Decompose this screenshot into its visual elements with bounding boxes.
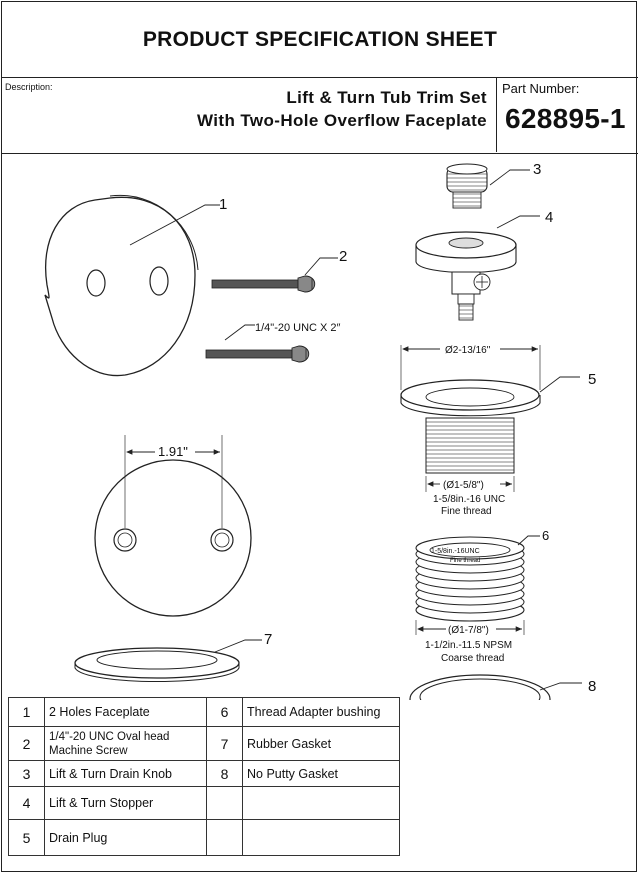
faceplate-drawing xyxy=(44,194,220,377)
callout-3: 3 xyxy=(533,161,541,178)
part-name-cell: No Putty Gasket xyxy=(242,760,400,787)
part-name-cell: 1/4"-20 UNC Oval head Machine Screw xyxy=(44,726,207,761)
part-number-cell: 3 xyxy=(8,760,45,787)
part-name-cell: Lift & Turn Stopper xyxy=(44,786,207,820)
description-label: Description: xyxy=(5,82,53,92)
callout-4: 4 xyxy=(545,209,553,226)
part-number-cell: 6 xyxy=(206,697,243,727)
part-name-cell: Thread Adapter bushing xyxy=(242,697,400,727)
part-name-cell xyxy=(242,786,400,820)
part-name-cell xyxy=(242,819,400,856)
screw-drawing-2 xyxy=(205,324,310,363)
part-number-cell: 5 xyxy=(8,819,45,856)
drain-thread-spec: 1-5/8in.-16 UNC xyxy=(433,494,505,505)
description-line-1: Lift & Turn Tub Trim Set xyxy=(286,88,487,107)
part-name-cell: 2 Holes Faceplate xyxy=(44,697,207,727)
part-number-cell: 7 xyxy=(206,726,243,761)
callout-6: 6 xyxy=(542,528,549,543)
part-name-cell: Rubber Gasket xyxy=(242,726,400,761)
part-name-cell: Drain Plug xyxy=(44,819,207,856)
part-name-cell: Lift & Turn Drain Knob xyxy=(44,760,207,787)
flange-diameter: Ø2-13/16" xyxy=(445,345,491,356)
callout-7: 7 xyxy=(264,631,272,648)
description-line-2: With Two-Hole Overflow Faceplate xyxy=(196,111,487,130)
callout-5: 5 xyxy=(588,371,596,388)
adapter-bushing-drawing xyxy=(415,535,540,635)
part-number-cell xyxy=(206,786,243,820)
screw-dimension: 1/4"-20 UNC X 2″ xyxy=(255,322,341,334)
drain-plug-drawing xyxy=(400,345,580,492)
screw-drawing-1 xyxy=(211,257,338,293)
callout-1: 1 xyxy=(219,196,227,213)
part-number-label: Part Number: xyxy=(502,81,580,96)
rubber-gasket-drawing xyxy=(74,639,262,682)
bushing-inner-type: Fine thread xyxy=(450,558,480,564)
drain-diameter: (Ø1-5/8") xyxy=(443,480,484,491)
page-title: PRODUCT SPECIFICATION SHEET xyxy=(2,2,638,78)
hole-spacing-dimension: 1.91" xyxy=(158,444,188,459)
no-putty-gasket-drawing xyxy=(409,674,582,700)
part-number-cell: 1 xyxy=(8,697,45,727)
drain-knob-drawing xyxy=(446,163,530,209)
bushing-thread-spec: 1-1/2in.-11.5 NPSM xyxy=(425,640,512,651)
drain-thread-type: Fine thread xyxy=(441,506,492,517)
part-number-cell: 8 xyxy=(206,760,243,787)
part-number-cell: 4 xyxy=(8,786,45,820)
bushing-thread-type: Coarse thread xyxy=(441,653,504,664)
part-number-cell: Part Number: 628895-1 xyxy=(496,78,638,152)
faceplate-front-view xyxy=(94,435,252,617)
description-row: Description: Lift & Turn Tub Trim Set Wi… xyxy=(2,78,638,154)
callout-2: 2 xyxy=(339,248,347,265)
stopper-drawing xyxy=(415,215,540,321)
part-number: 628895-1 xyxy=(505,103,626,134)
bushing-inner-thread: 1-5/8in.-16UNC xyxy=(431,548,480,555)
part-number-cell xyxy=(206,819,243,856)
callout-8: 8 xyxy=(588,678,596,695)
technical-drawing: 1 2 1/4"-20 UNC X 2″ 1.91" 7 xyxy=(44,161,596,700)
description-text: Lift & Turn Tub Trim Set With Two-Hole O… xyxy=(62,86,487,132)
bushing-diameter: (Ø1-7/8") xyxy=(448,625,489,636)
part-number-cell: 2 xyxy=(8,726,45,761)
